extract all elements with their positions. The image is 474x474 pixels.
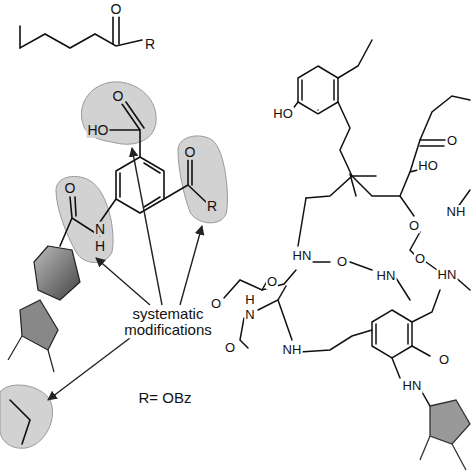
atom-label: O	[336, 255, 348, 269]
atom-label: HN	[402, 379, 423, 393]
atom-label: O	[210, 297, 222, 311]
atom-label: H	[94, 239, 106, 254]
atom-label: O	[224, 341, 236, 355]
atom-label: H	[244, 293, 255, 307]
atom-label: R	[206, 199, 218, 214]
atom-label: O	[438, 353, 450, 367]
atom-label: O	[414, 252, 426, 266]
atom-label: R	[144, 37, 156, 52]
atom-label: HO	[87, 123, 110, 138]
atom-label: R= OBz	[138, 390, 193, 406]
atom-label: HO	[417, 159, 439, 173]
atom-label: O	[446, 134, 458, 148]
atom-label: NH	[282, 343, 303, 357]
atom-label: O	[408, 219, 420, 233]
atom-label: O	[64, 181, 77, 196]
atom-label: O	[110, 2, 123, 17]
atom-label: HN	[376, 269, 397, 283]
atom-label: O	[184, 145, 197, 160]
atom-label: HN	[292, 249, 313, 263]
atom-label: N	[94, 222, 106, 237]
atom-label: NH	[446, 205, 467, 219]
atom-label: N	[244, 308, 255, 322]
atom-label: HO	[272, 107, 294, 121]
atom-label: O	[266, 275, 278, 289]
atom-label: O	[112, 89, 125, 104]
atom-label: HN	[437, 268, 458, 282]
annotation-label: systematic modifications	[112, 306, 224, 338]
